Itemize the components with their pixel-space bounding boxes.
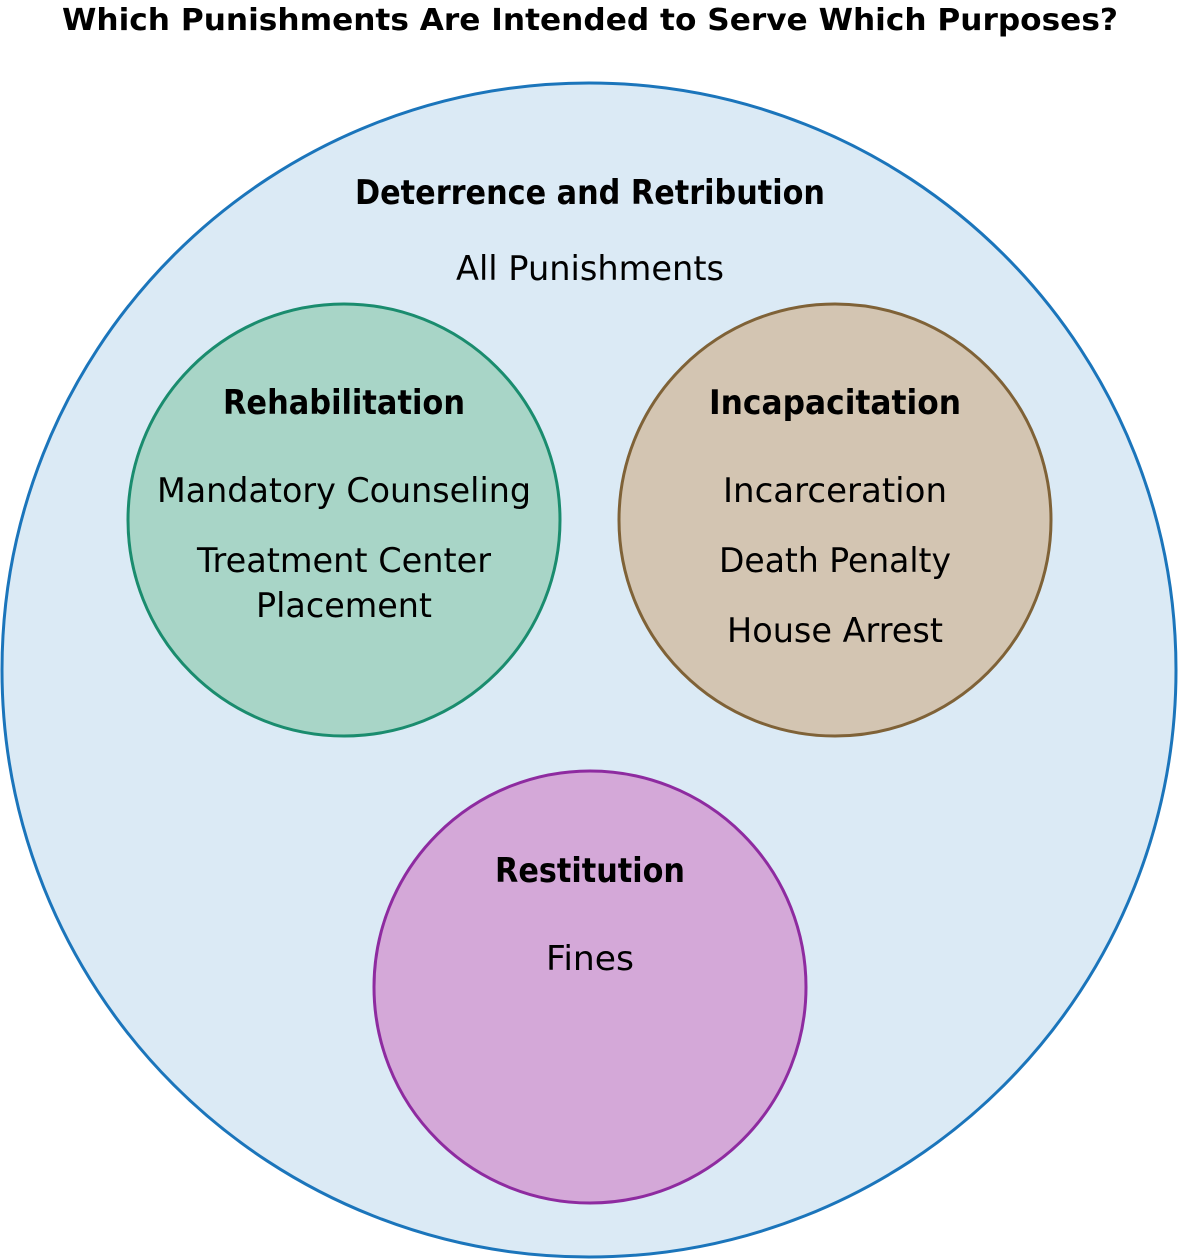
treatment-center-item: Treatment Center <box>196 541 491 581</box>
incapacitation-circle <box>617 302 1053 738</box>
deterrence-retribution-heading: Deterrence and Retribution <box>355 173 825 213</box>
placement-item: Placement <box>256 586 432 626</box>
house-arrest-item: House Arrest <box>727 611 943 651</box>
death-penalty-item: Death Penalty <box>719 541 951 581</box>
all-punishments-label: All Punishments <box>456 249 724 289</box>
fines-item: Fines <box>546 939 634 979</box>
rehabilitation-heading: Rehabilitation <box>223 383 465 423</box>
rehabilitation-circle <box>126 302 562 738</box>
mandatory-counseling-item: Mandatory Counseling <box>157 471 531 511</box>
restitution-circle <box>372 769 808 1205</box>
restitution-heading: Restitution <box>495 851 685 891</box>
incapacitation-heading: Incapacitation <box>709 383 961 423</box>
incarceration-item: Incarceration <box>723 471 947 511</box>
diagram-title: Which Punishments Are Intended to Serve … <box>62 3 1118 38</box>
